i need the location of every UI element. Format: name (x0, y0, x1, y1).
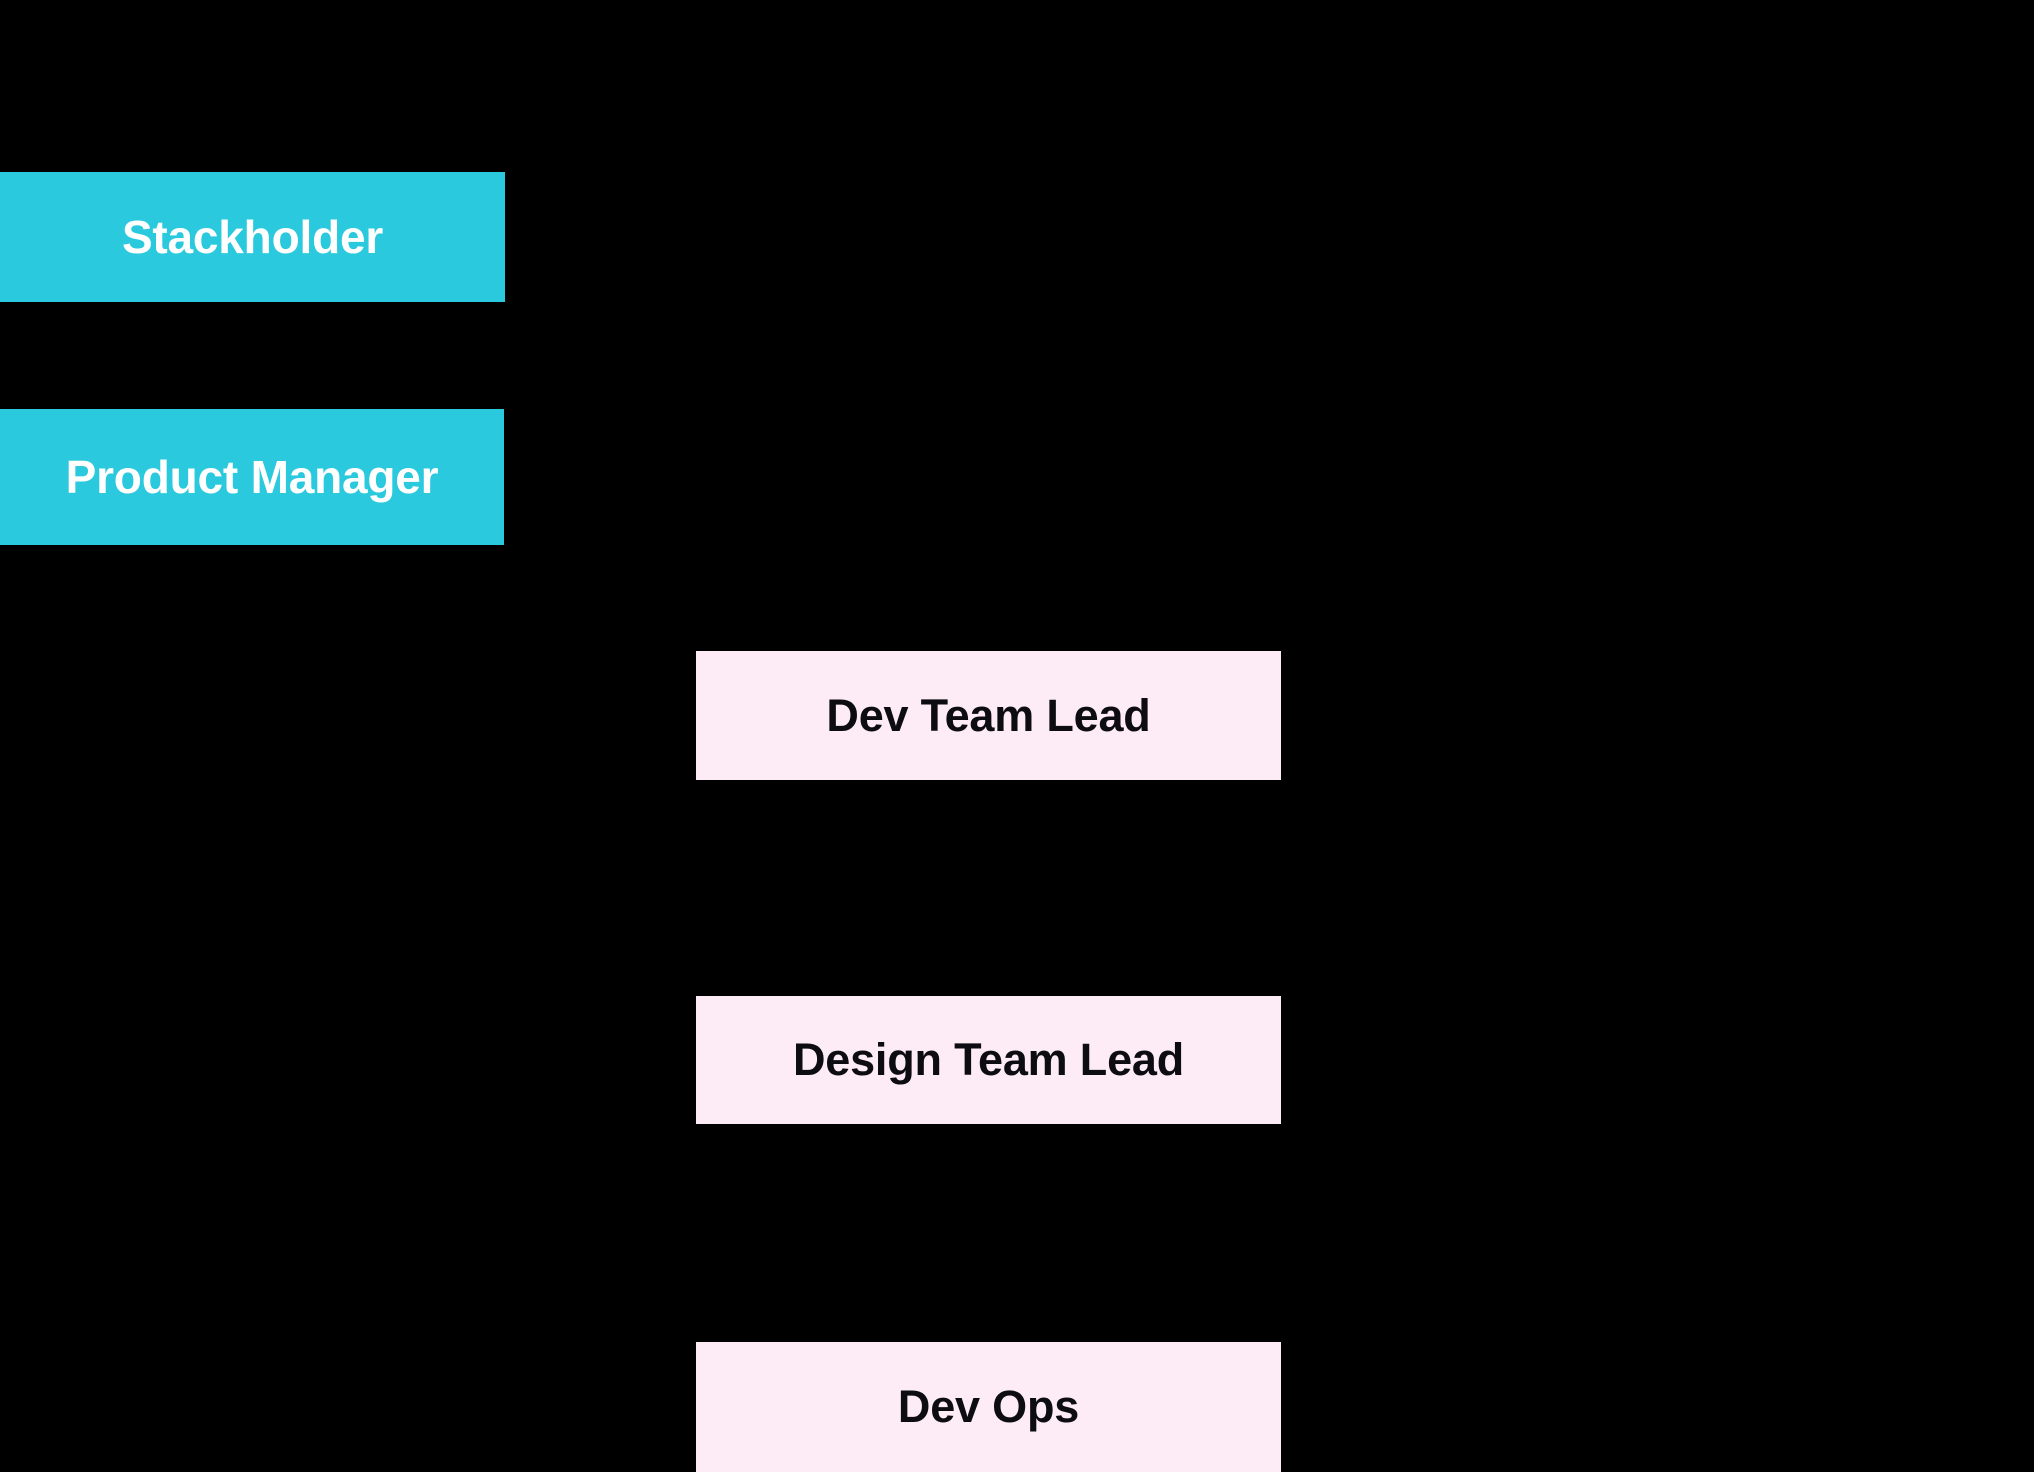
node-dev-team-lead[interactable]: Dev Team Lead (696, 651, 1281, 780)
node-product-manager[interactable]: Product Manager (0, 409, 504, 545)
node-stackholder[interactable]: Stackholder (0, 172, 505, 302)
node-stackholder-label: Stackholder (121, 210, 384, 263)
node-dev-ops[interactable]: Dev Ops (696, 1342, 1281, 1472)
node-design-team-lead-label: Design Team Lead (792, 1034, 1185, 1086)
node-dev-ops-label: Dev Ops (897, 1381, 1080, 1433)
node-design-team-lead[interactable]: Design Team Lead (696, 996, 1281, 1124)
node-dev-team-lead-label: Dev Team Lead (826, 689, 1151, 741)
node-product-manager-label: Product Manager (65, 450, 439, 503)
